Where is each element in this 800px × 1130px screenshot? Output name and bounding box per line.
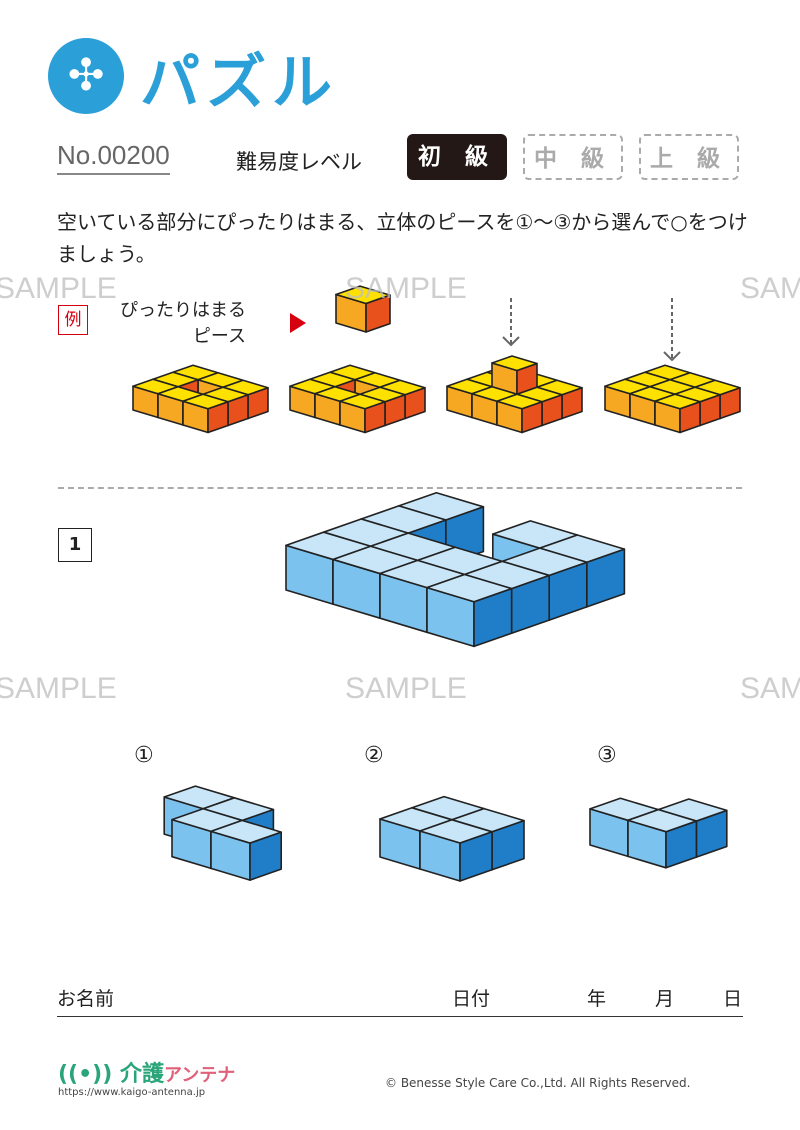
example-step3-cube-top bbox=[496, 393, 543, 410]
kaigo-antenna-logo: ((•)) 介護アンテナ bbox=[58, 1056, 235, 1088]
option-3-label[interactable]: ③ bbox=[597, 743, 617, 768]
level-intermediate-badge: 中 級 bbox=[523, 134, 623, 180]
footer-url[interactable]: https://www.kaigo-antenna.jp bbox=[58, 1087, 206, 1098]
level-advanced-badge: 上 級 bbox=[639, 134, 739, 180]
example-step2-cube-top bbox=[339, 393, 386, 410]
example-label-line2: ピース bbox=[192, 326, 246, 347]
copyright: © Benesse Style Care Co.,Ltd. All Rights… bbox=[385, 1076, 691, 1090]
example-label: ぴったりはまる ピース bbox=[120, 298, 246, 350]
puzzle-icon: ✣ bbox=[48, 38, 124, 114]
red-arrow-icon bbox=[290, 313, 306, 333]
difficulty-label: 難易度レベル bbox=[236, 150, 362, 174]
arrow-head-icon bbox=[502, 336, 520, 347]
antenna-icon: ((•)) bbox=[58, 1062, 113, 1087]
option-1-label[interactable]: ① bbox=[134, 743, 154, 768]
name-label: お名前 bbox=[57, 988, 115, 1010]
example-step1-cube-top bbox=[182, 393, 229, 410]
name-date-row: お名前 日付 年 月 日 bbox=[57, 982, 743, 1017]
example-label-line1: ぴったりはまる bbox=[120, 300, 246, 321]
instruction-text: 空いている部分にぴったりはまる、立体のピースを①～③から選んで○をつけましょう。 bbox=[57, 210, 748, 266]
month-label: 月 bbox=[655, 988, 675, 1010]
arrow-head-icon bbox=[663, 351, 681, 362]
question-number-badge: 1 bbox=[58, 528, 92, 562]
option-2-cube-top bbox=[419, 818, 493, 844]
logo-main: 介護 bbox=[119, 1062, 164, 1087]
example-piece-cube-top bbox=[335, 285, 391, 305]
option-3-cube-top bbox=[627, 808, 698, 833]
example-step3-cube-top bbox=[491, 355, 538, 372]
option-1-cube-top bbox=[210, 819, 283, 844]
option-2-label[interactable]: ② bbox=[364, 743, 384, 768]
divider bbox=[58, 487, 742, 489]
example-badge: 例 bbox=[58, 305, 88, 335]
example-step4-cube-top bbox=[654, 393, 701, 410]
logo-sub: アンテナ bbox=[163, 1065, 236, 1086]
page-title: パズル bbox=[140, 48, 338, 118]
worksheet-number: No.00200 bbox=[57, 140, 170, 175]
date-label: 日付 bbox=[452, 988, 491, 1010]
puzzle-cube-top bbox=[426, 573, 513, 603]
level-beginner-badge: 初 級 bbox=[407, 134, 507, 180]
day-label: 日 bbox=[723, 988, 743, 1010]
year-label: 年 bbox=[587, 988, 607, 1010]
